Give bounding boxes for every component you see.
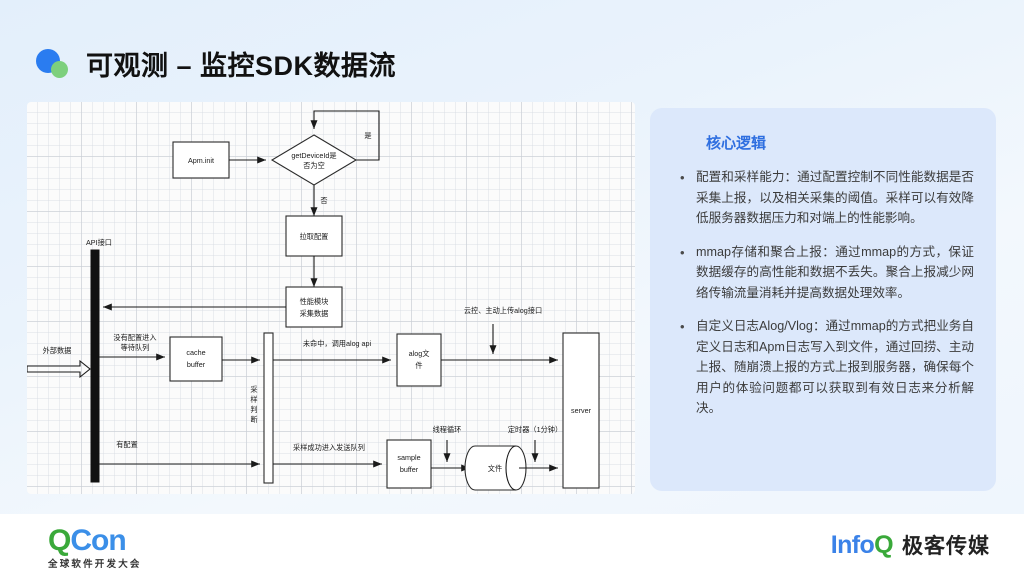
node-sample-buffer-line2: buffer xyxy=(400,465,419,474)
list-item-text: 配置和采样能力：通过配置控制不同性能数据是否采集上报，以及相关采集的阈值。采样可… xyxy=(696,170,974,225)
list-item: • 配置和采样能力：通过配置控制不同性能数据是否采集上报，以及相关采集的阈值。采… xyxy=(674,167,974,229)
edge-label-no-config-line2: 等待队列 xyxy=(121,343,150,352)
sampling-judge-label: 采样判断 xyxy=(250,385,257,424)
qcon-subtitle: 全球软件开发大会 xyxy=(48,559,142,570)
node-fetch-config-label: 拉取配置 xyxy=(300,232,329,241)
external-data-arrow-icon xyxy=(27,359,91,379)
api-lane-bar xyxy=(90,249,100,483)
bullet-marker-icon: • xyxy=(680,244,685,260)
node-alog-file-line1: alog文 xyxy=(409,349,430,358)
qcon-letter-c: C xyxy=(70,524,92,557)
sampling-judge-lane xyxy=(263,332,274,484)
node-cache-buffer-line2: buffer xyxy=(187,360,206,369)
edge-label-miss-call-alog: 未命中，调用alog api xyxy=(303,339,372,348)
node-sample-buffer xyxy=(386,439,432,489)
node-server-label: server xyxy=(571,406,592,415)
node-alog-file xyxy=(396,333,442,387)
decision-label-line1: getDeviceId是 xyxy=(291,151,336,160)
slide-header: 可观测 – 监控SDK数据流 xyxy=(36,44,396,83)
node-collect-label-line2: 采集数据 xyxy=(300,309,329,318)
core-logic-panel: 核心逻辑 • 配置和采样能力：通过配置控制不同性能数据是否采集上报，以及相关采集… xyxy=(650,108,996,491)
infoq-letter-q: Q xyxy=(874,531,893,559)
list-item: • 自定义日志Alog/Vlog：通过mmap的方式把业务自定义日志和Apm日志… xyxy=(674,316,974,419)
core-logic-list: • 配置和采样能力：通过配置控制不同性能数据是否采集上报，以及相关采集的阈值。采… xyxy=(674,167,974,419)
qcon-letter-q: Q xyxy=(48,524,71,557)
decision-label-line2: 否为空 xyxy=(303,161,325,170)
qcon-logo: QCon 全球软件开发大会 xyxy=(48,526,142,570)
list-item-text: 自定义日志Alog/Vlog：通过mmap的方式把业务自定义日志和Apm日志写入… xyxy=(696,319,974,415)
page-title: 可观测 – 监控SDK数据流 xyxy=(86,51,397,81)
node-collect-data xyxy=(285,286,343,328)
infoq-word-info: Info xyxy=(830,531,875,559)
edge-label-yes: 是 xyxy=(364,131,371,140)
edge-label-external-data: 外部数据 xyxy=(43,346,72,355)
node-fetch-config xyxy=(285,215,343,257)
node-file-label: 文件 xyxy=(488,464,502,473)
list-item: • mmap存储和聚合上报：通过mmap的方式，保证数据缓存的高性能和数据不丢失… xyxy=(674,242,974,304)
node-apm-init-label: Apm.init xyxy=(188,156,214,165)
list-item-text: mmap存储和聚合上报：通过mmap的方式，保证数据缓存的高性能和数据不丢失。聚… xyxy=(696,244,974,300)
edge-label-cloud-upload: 云控、主动上传alog接口 xyxy=(464,306,542,315)
node-file-cylinder xyxy=(464,445,527,491)
slide-footer: QCon 全球软件开发大会 InfoQ 极客传媒 xyxy=(0,514,1024,576)
panel-heading: 核心逻辑 xyxy=(706,135,767,152)
node-apm-init xyxy=(172,141,230,179)
edge-label-no: 否 xyxy=(320,196,327,205)
node-decision-getdeviceid xyxy=(270,134,358,186)
edge-label-has-config: 有配置 xyxy=(116,440,138,449)
api-lane-label: API接口 xyxy=(86,238,112,247)
infoq-chinese-name: 极客传媒 xyxy=(902,535,990,558)
node-server xyxy=(562,332,600,489)
edge-yes-loop xyxy=(310,110,380,161)
node-collect-label-line1: 性能模块 xyxy=(300,297,329,306)
edge-label-thread-loop: 线程循环 xyxy=(433,425,462,434)
qcon-letter-n: n xyxy=(108,524,126,557)
node-cache-buffer xyxy=(169,336,223,382)
qcon-letter-o: o xyxy=(91,524,109,557)
node-alog-file-line2: 件 xyxy=(415,361,422,370)
infoq-logo: InfoQ 极客传媒 xyxy=(831,530,990,560)
node-sample-buffer-line1: sample xyxy=(397,453,420,462)
edge-label-sample-success: 采样成功进入发送队列 xyxy=(293,443,365,452)
bullet-marker-icon: • xyxy=(680,170,685,185)
edge-label-timer: 定时器（1分钟） xyxy=(508,425,562,434)
edge-label-no-config-line1: 没有配置进入 xyxy=(113,333,156,342)
two-circles-bullet-icon xyxy=(36,47,72,81)
bullet-marker-icon: • xyxy=(680,319,685,334)
node-cache-buffer-line1: cache xyxy=(186,348,205,357)
flowchart-diagram: Apm.init getDeviceId是 否为空 是 否 拉取配置 性能模块 … xyxy=(27,102,635,494)
